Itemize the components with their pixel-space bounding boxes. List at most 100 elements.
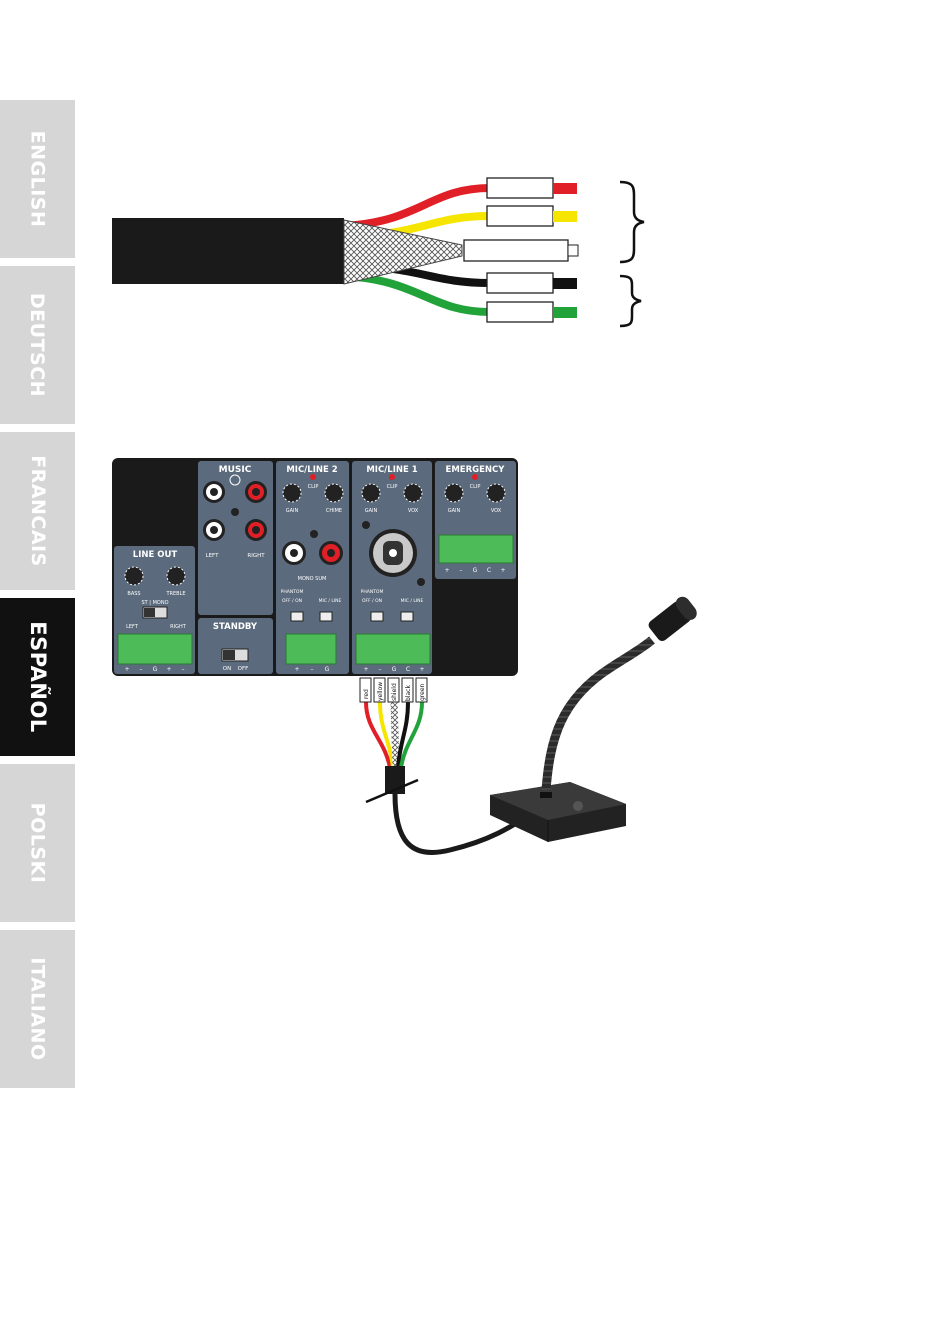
music-section: MUSIC LEFT RIGHT [198,461,273,615]
tab-polski[interactable]: POLSKI [0,764,75,922]
wire-tag-yellow [373,677,386,703]
emergency-pin: G [473,567,478,574]
music-title: MUSIC [219,465,252,475]
emergency-pin: + [500,567,505,574]
screw-icon [231,508,239,516]
mic-line-1-terminal[interactable] [355,633,431,665]
screw-icon [310,530,318,538]
screw-icon [417,578,425,586]
standby-on-label: ON [223,666,231,672]
phantom-off-on: OFF / ON [282,598,302,604]
standby-section: STANDBY ON OFF [198,618,273,674]
treble-knob[interactable] [166,566,186,586]
mic-line-2-gain-knob[interactable] [282,483,302,503]
standby-off-label: OFF [238,666,249,672]
st-mono-label: ST | MONO [141,600,168,606]
tab-espanol[interactable]: ESPAÑOL [0,598,75,756]
line-out-pin: + [124,666,129,673]
phantom-switch[interactable] [370,611,384,622]
mic-line-2-pin: – [311,666,314,673]
tip-red [553,183,577,194]
tab-english[interactable]: ENGLISH [0,100,75,258]
tip-green [553,307,577,318]
gooseneck-microphone [490,596,697,842]
tab-label: ITALIANO [26,957,49,1061]
line-out-pin: – [182,666,185,673]
emergency-title: EMERGENCY [446,465,506,475]
treble-label: TREBLE [165,591,185,597]
wire-tag-label: shield [391,683,398,701]
mic-line-1-pin: C [406,666,410,673]
tip-yellow [553,211,577,222]
line-out-section: LINE OUT BASS TREBLE ST | MONO LEFT RIGH… [114,546,195,674]
mic-line-1-pin: + [419,666,424,673]
emergency-vox: VOX [491,508,502,514]
mic-line-2-chime: CHIME [326,508,342,514]
clip-led [310,474,316,480]
line-out-pin: + [166,666,171,673]
emergency-pin: + [444,567,449,574]
emergency-pin: – [460,567,463,574]
tab-italiano[interactable]: ITALIANO [0,930,75,1088]
tip-shield [567,244,579,257]
line-out-title: LINE OUT [133,550,178,560]
mic-line-switch[interactable] [400,611,414,622]
mic-line-1-clip: CLIP [387,484,398,490]
tab-deutsch[interactable]: DEUTSCH [0,266,75,424]
mic-line-1-pin: + [363,666,368,673]
mic-line-2-chime-knob[interactable] [324,483,344,503]
mic-wiring: red yellow shield black green [359,677,542,855]
cable-diagram [112,177,645,328]
mic-line-switch[interactable] [319,611,333,622]
mic-line-2-section: MIC/LINE 2 CLIP GAIN CHIME MONO SUM PHAN… [276,461,349,674]
wire-tag-label: red [363,689,370,699]
mic-line-2-terminal[interactable] [285,633,337,665]
mic-line-2-pin: G [325,666,330,673]
line-out-pin: G [153,666,158,673]
emergency-section: EMERGENCY CLIP GAIN VOX + – G C + [435,461,516,579]
phantom-label: PHANTOM [281,589,304,595]
bass-knob[interactable] [124,566,144,586]
phantom-label: PHANTOM [361,589,384,595]
phantom-off-on: OFF / ON [362,598,382,604]
emergency-clip: CLIP [470,484,481,490]
mic-line-1-vox: VOX [408,508,419,514]
wire-tag-shield [387,677,400,703]
wire-tag-green [415,677,428,703]
mic-line-1-gain: GAIN [365,508,378,514]
mic-line-1-vox-knob[interactable] [403,483,423,503]
wire-tag-label: black [405,685,412,701]
emergency-vox-knob[interactable] [486,483,506,503]
mic-line-1-gain-knob[interactable] [361,483,381,503]
emergency-gain-knob[interactable] [444,483,464,503]
wire-tag-label: yellow [377,682,384,701]
wire-tag-red [359,677,372,703]
tip-black [553,278,577,289]
standby-title: STANDBY [213,622,258,632]
emergency-gain: GAIN [448,508,461,514]
wire-tag-black [401,677,414,703]
mic-line-switch-label: MIC / LINE [401,598,424,604]
music-right-label: RIGHT [247,553,265,559]
mic-line-1-title: MIC/LINE 1 [366,465,417,475]
shield-braid [343,219,463,285]
bass-label: BASS [127,591,140,597]
tab-francais[interactable]: FRANCAIS [0,432,75,590]
mic-line-2-pin: + [294,666,299,673]
line-out-terminal[interactable] [117,633,193,665]
line-out-pin: – [140,666,143,673]
cable-jacket [112,218,344,284]
phantom-switch[interactable] [290,611,304,622]
mic-line-1-pin: G [392,666,397,673]
mic-line-1-pin: – [379,666,382,673]
red-wire [343,184,491,230]
music-left-label: LEFT [206,553,220,559]
brace-control [619,274,642,328]
mic-line-switch-label: MIC / LINE [319,598,342,604]
mic-line-1-section: MIC/LINE 1 CLIP GAIN VOX PHANTOM OFF / O… [352,461,432,674]
link-icon [229,474,241,486]
mic-line-2-clip: CLIP [308,484,319,490]
emergency-pin: C [487,567,491,574]
emergency-terminal[interactable] [438,534,514,564]
screw-icon [362,521,370,529]
